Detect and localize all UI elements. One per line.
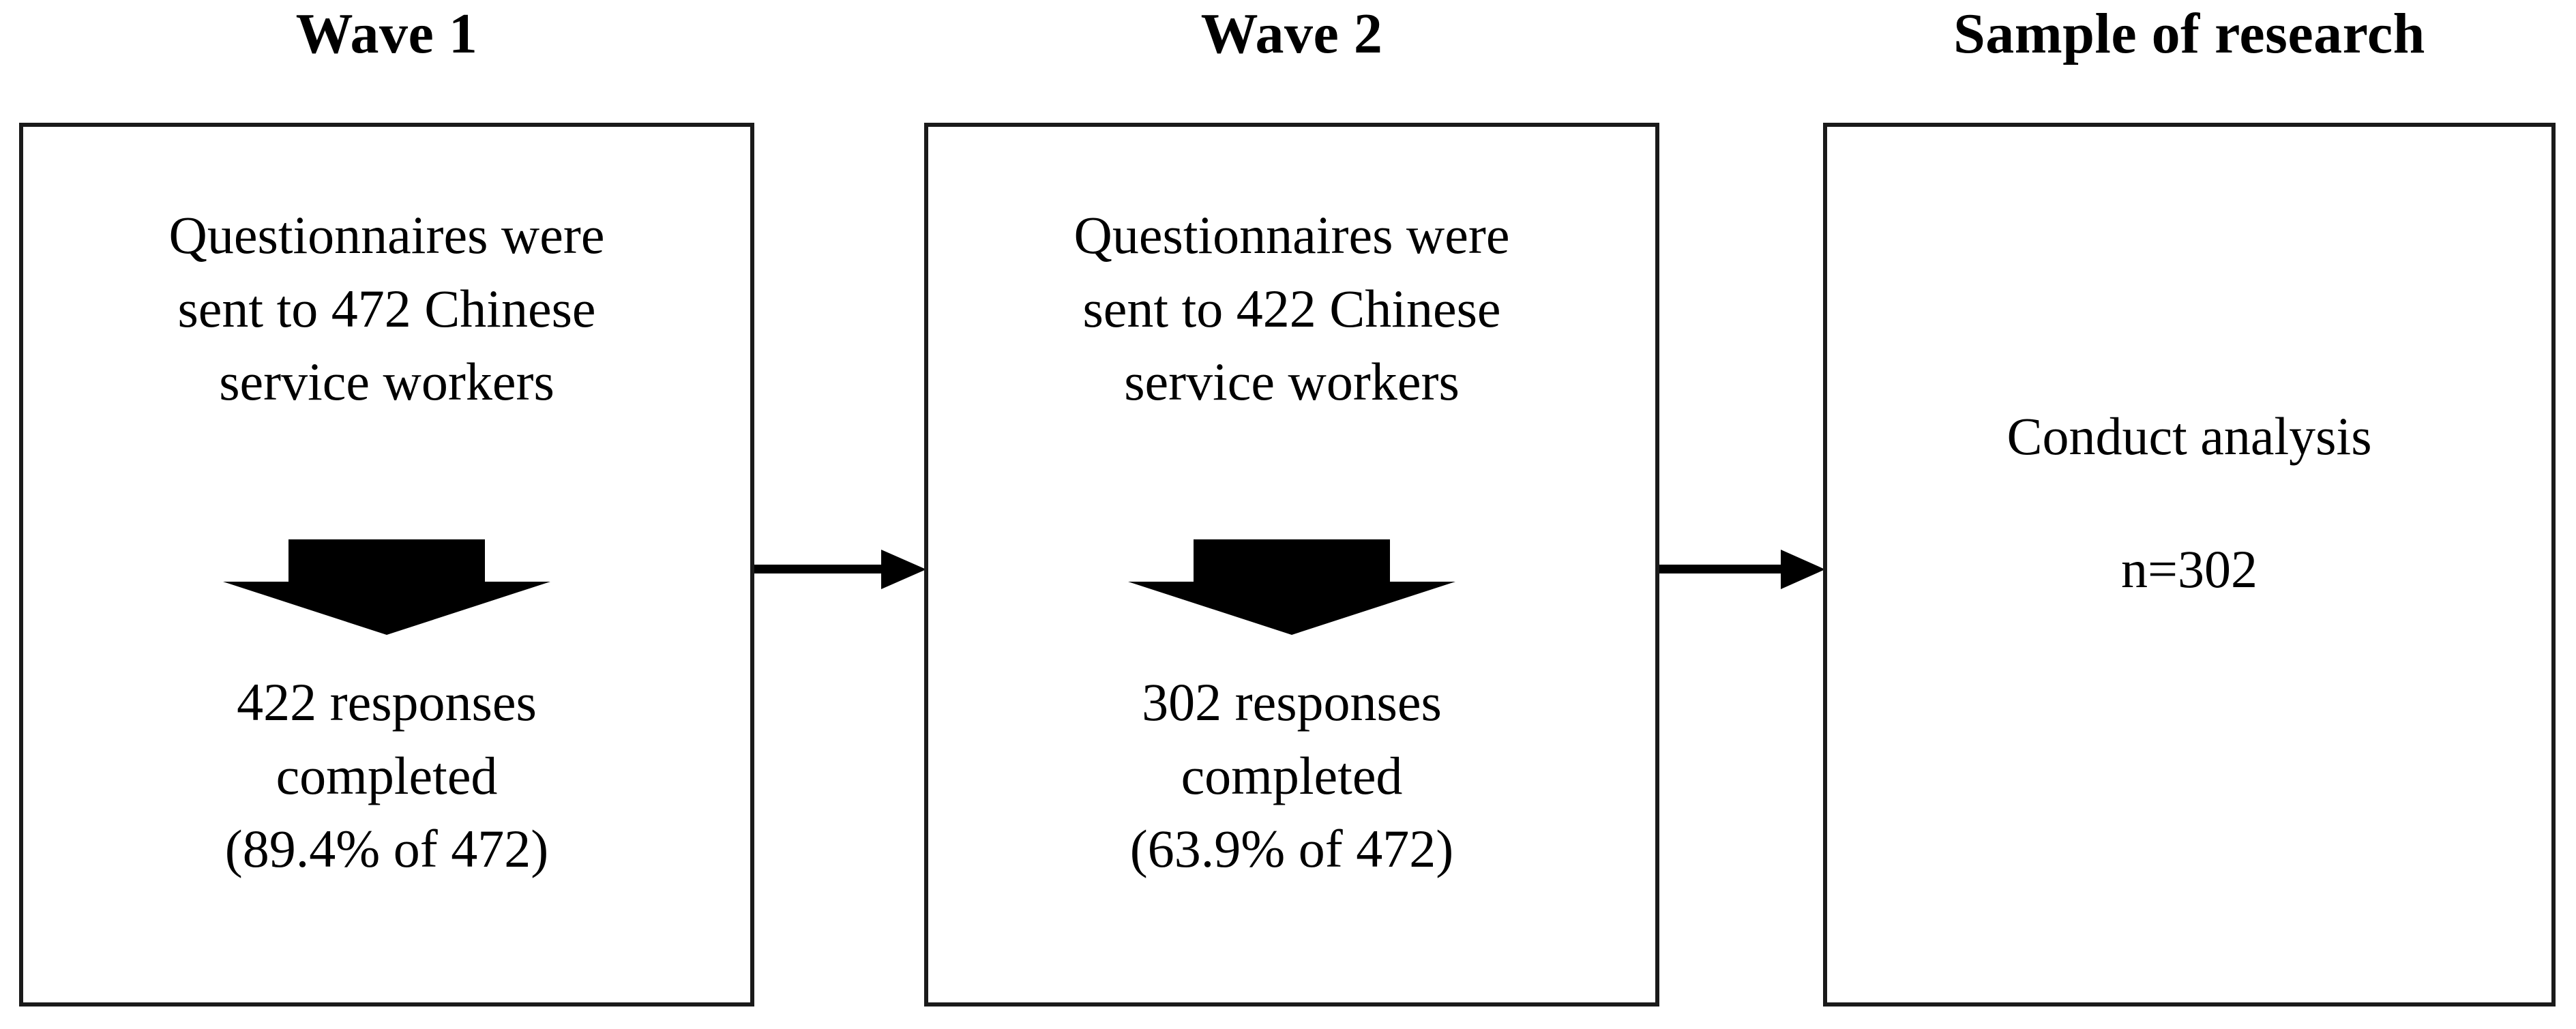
wave-2-response-line-3: (63.9% of 472): [1129, 819, 1454, 879]
wave-1-response-text: 422 responses completed (89.4% of 472): [23, 666, 750, 886]
wave-1-response-line-3: (89.4% of 472): [224, 819, 549, 879]
column-header-wave-1: Wave 1: [295, 2, 478, 65]
column-header-wave-2: Wave 2: [1200, 2, 1383, 65]
wave-2-sent-line-1: Questionnaires were: [1074, 205, 1510, 265]
wave-2-sent-text: Questionnaires were sent to 422 Chinese …: [928, 198, 1655, 419]
wave-1-sent-line-3: service workers: [219, 352, 554, 412]
column-header-sample-of-research: Sample of research: [1953, 2, 2425, 65]
wave-2-response-text: 302 responses completed (63.9% of 472): [928, 666, 1655, 886]
right-arrow-icon-wave2-to-sample: [1659, 546, 1825, 593]
flow-box-wave-2: Questionnaires were sent to 422 Chinese …: [924, 123, 1659, 1006]
wave-1-sent-line-2: sent to 472 Chinese: [177, 278, 596, 338]
flow-box-sample-of-research: Conduct analysis n=302: [1823, 123, 2556, 1006]
wave-2-response-line-1: 302 responses: [1142, 672, 1442, 732]
wave-1-sent-text: Questionnaires were sent to 472 Chinese …: [23, 198, 750, 419]
wave-2-response-line-2: completed: [1181, 745, 1403, 805]
wave-2-sent-line-2: sent to 422 Chinese: [1082, 278, 1501, 338]
flow-box-wave-2-content: Questionnaires were sent to 422 Chinese …: [928, 127, 1655, 1002]
wave-1-response-line-1: 422 responses: [237, 672, 537, 732]
sample-size-label: n=302: [2121, 539, 2257, 599]
flow-box-sample-content: Conduct analysis n=302: [1827, 127, 2551, 1002]
flow-box-wave-1-content: Questionnaires were sent to 472 Chinese …: [23, 127, 750, 1002]
sample-analysis-title: Conduct analysis: [2007, 406, 2372, 466]
down-block-arrow-icon: [1128, 539, 1455, 635]
down-block-arrow-icon: [223, 539, 550, 635]
wave-1-sent-line-1: Questionnaires were: [168, 205, 605, 265]
right-arrow-icon-wave1-to-wave2: [754, 546, 926, 593]
wave-2-sent-line-3: service workers: [1124, 352, 1460, 412]
flow-box-wave-1: Questionnaires were sent to 472 Chinese …: [19, 123, 754, 1006]
wave-1-response-line-2: completed: [276, 745, 498, 805]
